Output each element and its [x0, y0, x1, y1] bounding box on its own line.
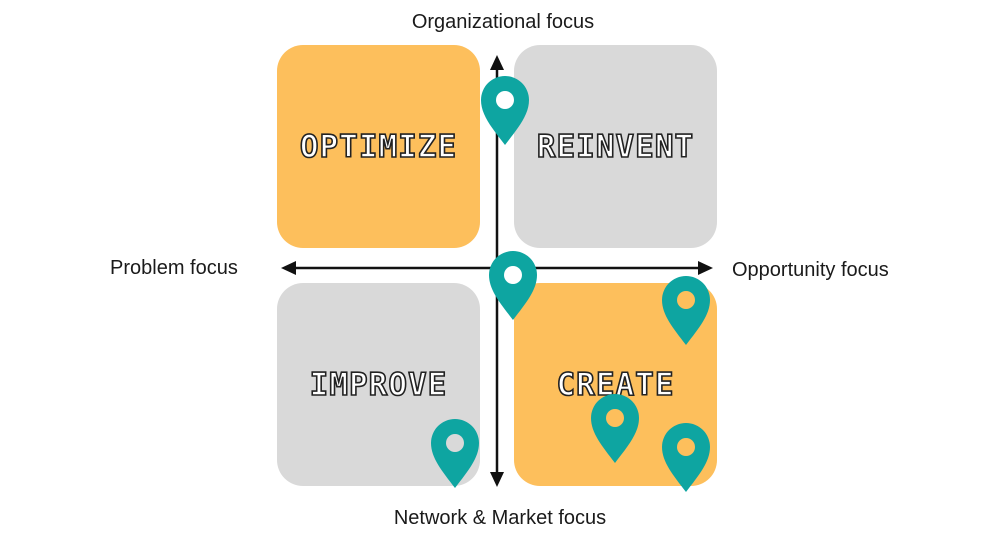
axis-label-right: Opportunity focus: [732, 259, 889, 281]
map-pin-icon: [489, 251, 537, 320]
quadrant-optimize-label: OPTIMIZE: [299, 128, 458, 166]
map-pin-icon: [431, 419, 479, 488]
axis-label-bottom: Network & Market focus: [393, 507, 607, 529]
quadrant-optimize: OPTIMIZE: [277, 45, 480, 248]
map-pin-icon: [662, 276, 710, 345]
map-pin-icon: [481, 76, 529, 145]
quadrant-reinvent: REINVENT: [514, 45, 717, 248]
map-pin-icon: [662, 423, 710, 492]
axis-label-left: Problem focus: [110, 257, 238, 279]
map-pin-icon: [591, 394, 639, 463]
quadrant-improve-label: IMPROVE: [309, 366, 448, 404]
axis-label-top: Organizational focus: [411, 11, 595, 33]
quadrant-reinvent-label: REINVENT: [536, 128, 695, 166]
